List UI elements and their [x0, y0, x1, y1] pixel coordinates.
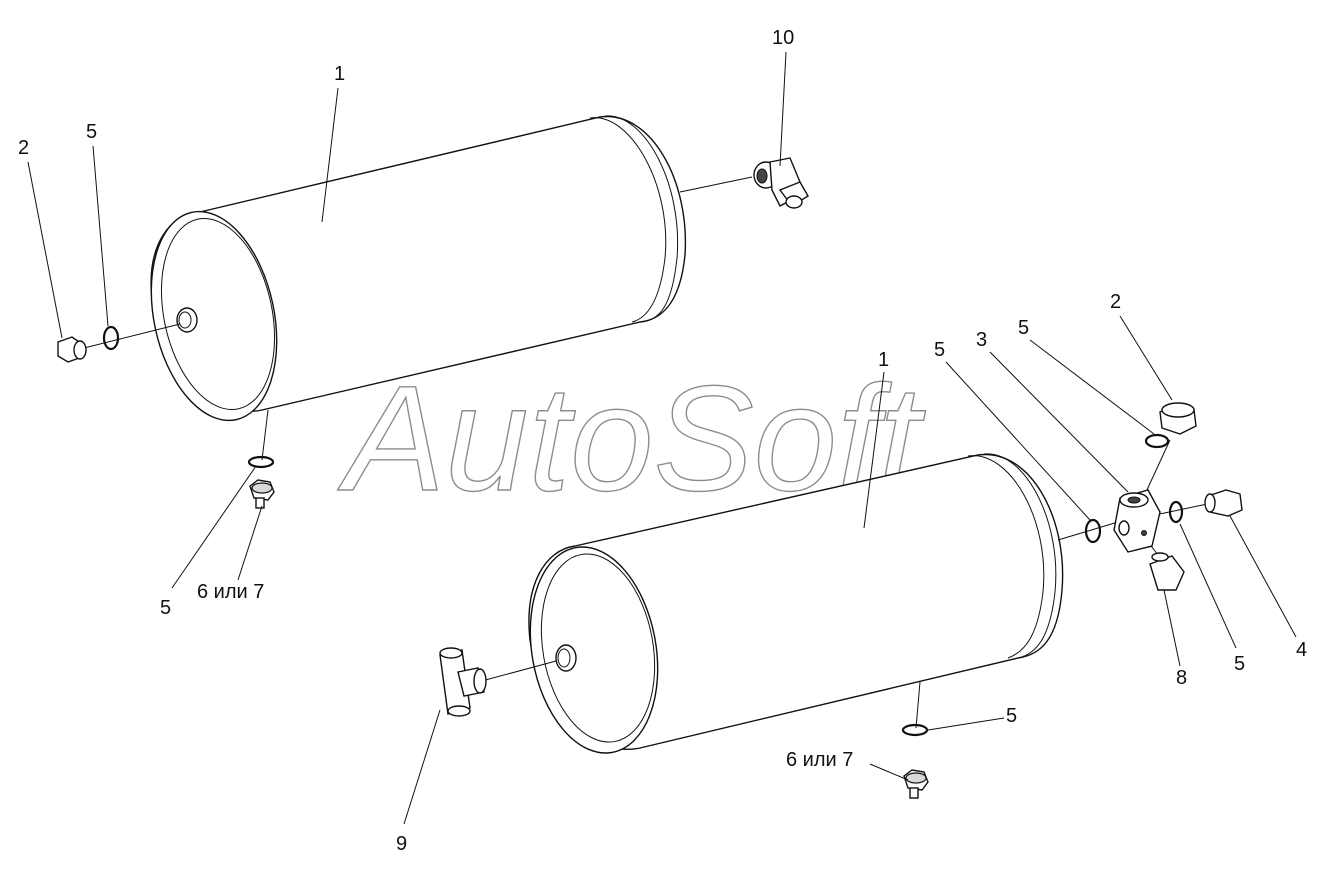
cap-bottom: [1149, 552, 1185, 591]
tee-fitting: [439, 647, 487, 717]
elbow-fitting: [753, 157, 809, 209]
drain-fitting-lower: [903, 769, 929, 799]
leader-lines: [27, 51, 1297, 825]
distribution-block: [1113, 489, 1161, 553]
callout-3: 3: [976, 329, 987, 351]
receiver-upper: [150, 115, 687, 422]
callout-10: 10: [772, 27, 794, 49]
drain-fitting-upper: [249, 479, 275, 509]
washer-lower-right: [1084, 518, 1102, 544]
washer-lower-drain: [901, 723, 929, 737]
plug-upper-right: [1159, 402, 1197, 435]
washer-upper-left: [102, 325, 120, 351]
washer-upper-drain: [247, 455, 275, 469]
callout-5-block-right: 5: [1234, 653, 1245, 675]
receiver-lower: [528, 453, 1064, 754]
callout-5-upper: 5: [86, 121, 97, 143]
callout-1-lower: 1: [878, 349, 889, 371]
plug-right: [1204, 489, 1243, 517]
callout-9: 9: [396, 833, 407, 855]
washer-block-right: [1168, 500, 1184, 524]
callout-8: 8: [1176, 667, 1187, 689]
callout-5-block-top: 5: [1018, 317, 1029, 339]
callout-5-lower-drain: 5: [1006, 705, 1017, 727]
callout-1-upper: 1: [334, 63, 345, 85]
callout-5-upper-drain: 5: [160, 597, 171, 619]
callout-6-or-7-upper: 6 или 7: [197, 581, 264, 603]
plug-upper-left: [57, 336, 87, 363]
callout-4: 4: [1296, 639, 1307, 661]
washer-block-top: [1144, 433, 1170, 449]
callout-5-lower-right: 5: [934, 339, 945, 361]
callout-2-lower: 2: [1110, 291, 1121, 313]
callout-2-upper: 2: [18, 137, 29, 159]
callout-6-or-7-lower: 6 или 7: [786, 749, 853, 771]
